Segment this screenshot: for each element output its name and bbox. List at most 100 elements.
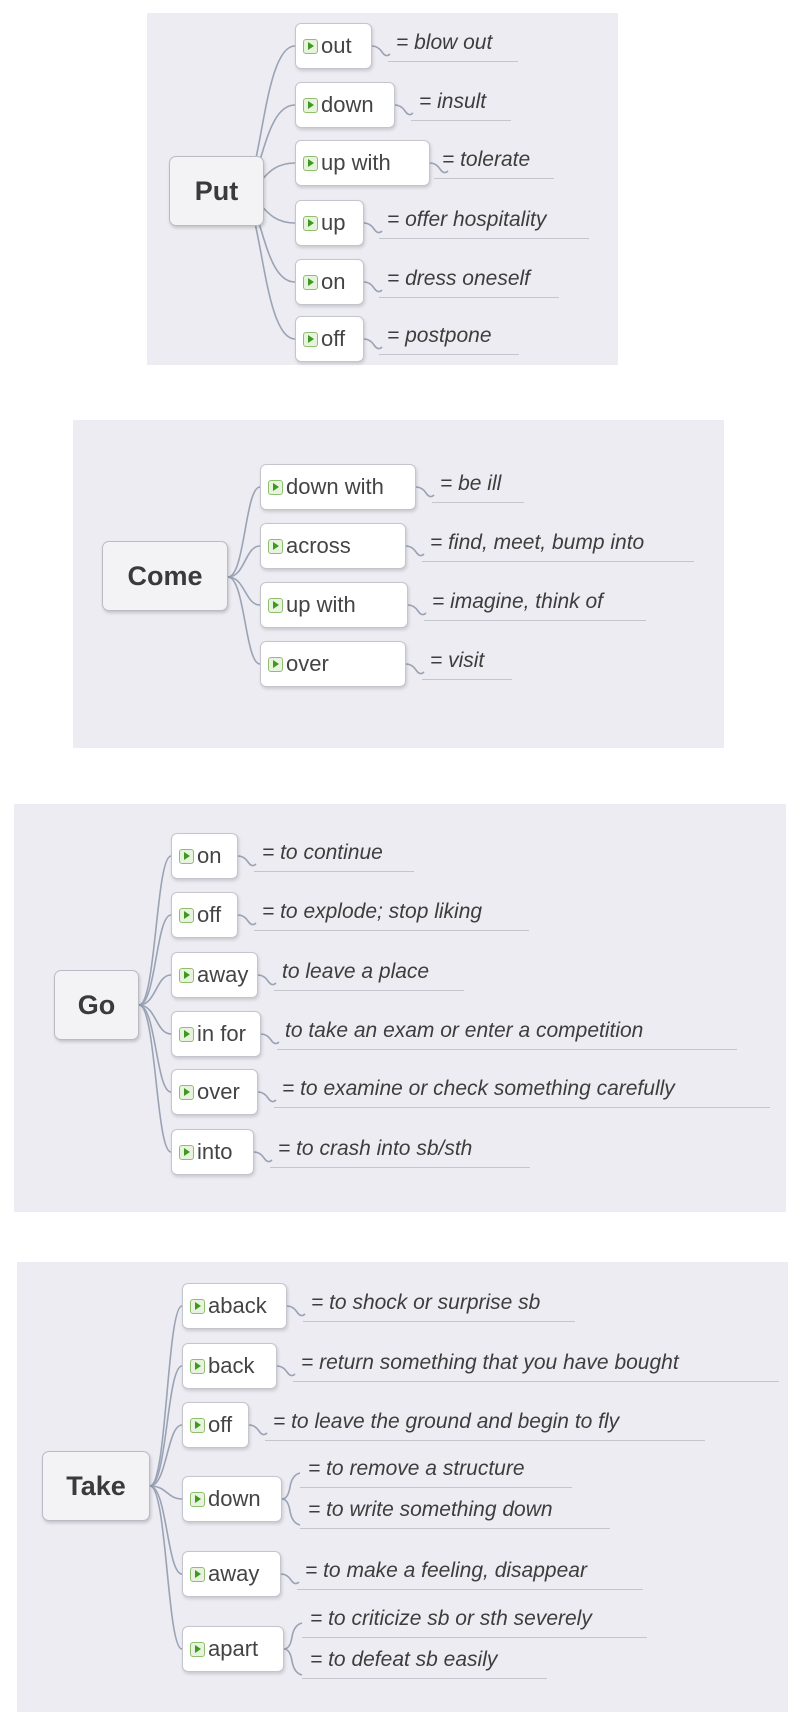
particle-label: down with xyxy=(286,474,384,499)
particle-node: over xyxy=(260,641,406,687)
meaning-label: = to explode; stop liking xyxy=(254,897,529,931)
particle-label: apart xyxy=(208,1636,259,1661)
mindmap-go: Go on = to continue off = to explode; st… xyxy=(14,804,786,1212)
branch-connectors xyxy=(149,1305,306,1676)
verb-node: Take xyxy=(42,1451,150,1521)
particle-label: across xyxy=(286,533,351,558)
particle-node: aback xyxy=(182,1283,287,1329)
play-icon xyxy=(268,656,283,672)
play-icon xyxy=(190,1641,205,1657)
play-icon xyxy=(268,597,283,613)
meaning-label: = tolerate xyxy=(434,145,554,179)
meaning-label: = offer hospitality xyxy=(379,205,589,239)
particle-node: into xyxy=(171,1129,254,1175)
play-icon xyxy=(303,331,318,347)
play-icon xyxy=(268,479,283,495)
play-icon xyxy=(303,97,318,113)
particle-label: up with xyxy=(321,150,391,175)
particle-label: over xyxy=(286,651,329,676)
meaning-label: = to leave the ground and begin to fly xyxy=(265,1407,705,1441)
meaning-label: = be ill xyxy=(432,469,524,503)
particle-node: off xyxy=(295,316,364,362)
verb-node: Go xyxy=(54,970,139,1040)
particle-node: out xyxy=(295,23,372,69)
branch-connectors xyxy=(138,855,280,1163)
meaning-label: to leave a place xyxy=(274,957,464,991)
branch-connectors xyxy=(227,486,435,675)
particle-node: back xyxy=(182,1343,277,1389)
mindmap-come: Come down with = be ill across = find, m… xyxy=(73,420,724,748)
play-icon xyxy=(190,1491,205,1507)
particle-node: up xyxy=(295,200,364,246)
play-icon xyxy=(303,155,318,171)
meaning-label: = visit xyxy=(422,646,512,680)
mindmap-take: Take aback = to shock or surprise sb bac… xyxy=(17,1262,788,1712)
particle-node: down with xyxy=(260,464,416,510)
meaning-label: = to crash into sb/sth xyxy=(270,1134,530,1168)
play-icon xyxy=(179,848,194,864)
play-icon xyxy=(179,1144,194,1160)
particle-label: away xyxy=(197,962,249,987)
particle-label: up xyxy=(321,210,346,235)
meaning-label: = imagine, think of xyxy=(424,587,646,621)
particle-node: away xyxy=(171,952,258,998)
particle-node: over xyxy=(171,1069,258,1115)
meaning-label: = to examine or check something carefull… xyxy=(274,1074,770,1108)
particle-label: up with xyxy=(286,592,356,617)
play-icon xyxy=(179,967,194,983)
meaning-label: = to continue xyxy=(254,838,414,872)
meaning-label: = to remove a structure xyxy=(300,1454,572,1488)
particle-label: on xyxy=(321,269,346,294)
mindmap-put: Put out = blow out down = insult up with… xyxy=(147,13,618,365)
particle-node: in for xyxy=(171,1011,261,1057)
meaning-label: = to write something down xyxy=(300,1495,610,1529)
meaning-label: = insult xyxy=(411,87,511,121)
particle-node: up with xyxy=(260,582,408,628)
verb-node: Come xyxy=(102,541,228,611)
particle-label: in for xyxy=(197,1021,246,1046)
play-icon xyxy=(303,274,318,290)
particle-node: apart xyxy=(182,1626,284,1672)
particle-node: away xyxy=(182,1551,281,1597)
play-icon xyxy=(179,907,194,923)
meaning-label: = find, meet, bump into xyxy=(422,528,694,562)
particle-node: across xyxy=(260,523,406,569)
particle-label: off xyxy=(321,326,346,351)
meaning-label: = postpone xyxy=(379,321,519,355)
meaning-label: = return something that you have bought xyxy=(293,1348,779,1382)
particle-label: out xyxy=(321,33,352,58)
meaning-label: = dress oneself xyxy=(379,264,559,298)
meaning-label: to take an exam or enter a competition xyxy=(277,1016,737,1050)
particle-label: on xyxy=(197,843,222,868)
particle-node: up with xyxy=(295,140,430,186)
particle-node: on xyxy=(171,833,238,879)
particle-label: aback xyxy=(208,1293,267,1318)
play-icon xyxy=(179,1084,194,1100)
particle-label: down xyxy=(321,92,374,117)
meaning-label: = to defeat sb easily xyxy=(302,1645,547,1679)
particle-label: away xyxy=(208,1561,260,1586)
verb-node: Put xyxy=(169,156,264,226)
play-icon xyxy=(303,215,318,231)
particle-node: off xyxy=(171,892,238,938)
play-icon xyxy=(190,1358,205,1374)
particle-node: down xyxy=(295,82,395,128)
particle-node: off xyxy=(182,1402,249,1448)
play-icon xyxy=(303,38,318,54)
play-icon xyxy=(190,1566,205,1582)
meaning-label: = blow out xyxy=(388,28,518,62)
particle-label: off xyxy=(197,902,222,927)
particle-label: off xyxy=(208,1412,233,1437)
play-icon xyxy=(190,1298,205,1314)
particle-label: down xyxy=(208,1486,261,1511)
meaning-label: = to shock or surprise sb xyxy=(303,1288,575,1322)
play-icon xyxy=(179,1026,194,1042)
particle-label: into xyxy=(197,1139,233,1164)
play-icon xyxy=(268,538,283,554)
particle-label: over xyxy=(197,1079,240,1104)
particle-label: back xyxy=(208,1353,255,1378)
particle-node: on xyxy=(295,259,364,305)
play-icon xyxy=(190,1417,205,1433)
particle-node: down xyxy=(182,1476,282,1522)
meaning-label: = to criticize sb or sth severely xyxy=(302,1604,647,1638)
